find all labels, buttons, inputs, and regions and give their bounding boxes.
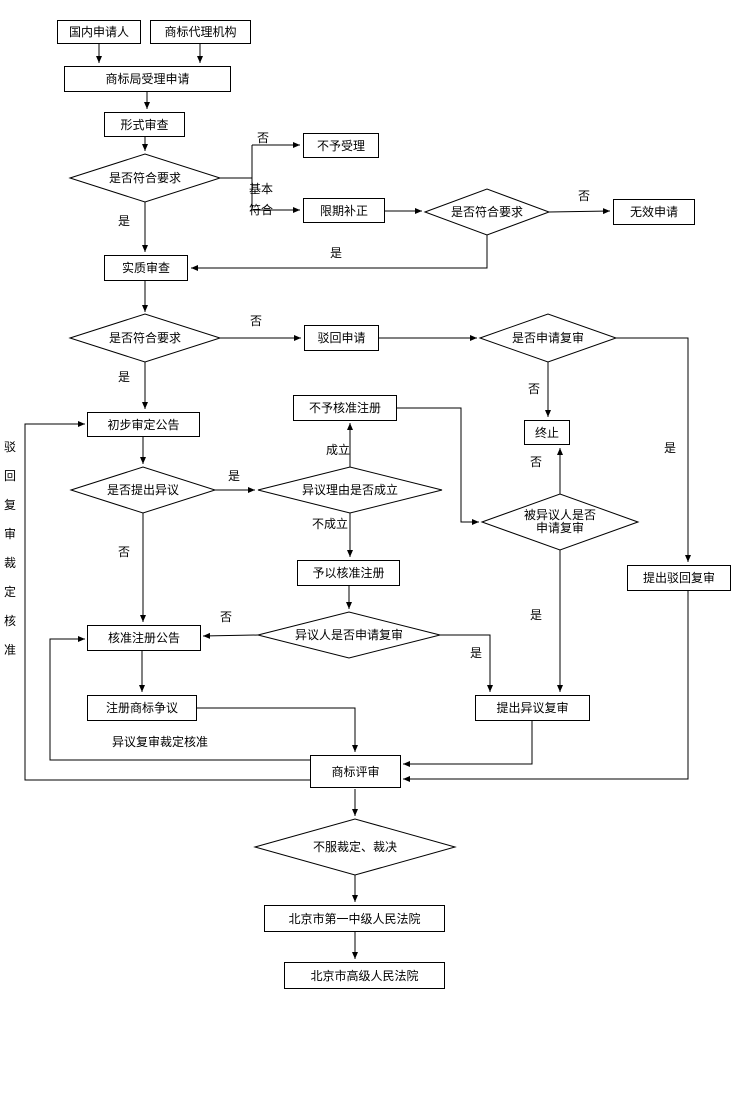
edge-label-no-not-accepted: 否 [257,131,270,145]
edge-notapprove-to-opposedreview [397,407,479,525]
diamond-opponent-review-label: 异议人是否申请复审 [294,628,403,642]
diamond-opposed-party-review-label: 被异议人是否申请复审 [523,508,596,535]
edge-opponentreview-to-announce [202,632,259,639]
diamond-opposed-party-review-shape [480,493,640,551]
edge-label-yes-from-formal: 是 [118,214,131,228]
diamond-meets-req-2-shape [423,188,551,236]
edge-label-no-terminate: 否 [528,382,541,396]
node-office-accepts: 商标局受理申请 [64,66,231,92]
edge-check2-to-substantive [191,235,488,271]
edge-label-basic-conform: 基本符合 [249,182,274,217]
edge-label-yes-rejection-review: 是 [664,441,677,455]
node-file-opposition-review: 提出异议复审 [475,695,590,721]
edge-reviewcheck-to-filerejectionreview [616,337,691,562]
edge-label-yes-to-substantive: 是 [330,246,343,260]
node-substantive-examination: 实质审查 [104,255,188,281]
edge-label-opposition-ruling-approved: 异议复审裁定核准 [112,735,209,749]
node-approved-registration-announcement: 核准注册公告 [87,625,201,651]
edge-review-to-announce-ruling [49,636,310,761]
edge-label-no-announce: 否 [118,545,131,559]
diamond-apply-review-shape [478,313,618,363]
edge-label-yes-opposition-review-2: 是 [470,646,483,660]
edge-label-no-reject: 否 [250,314,263,328]
edge-check2-to-invalid [548,208,611,215]
edge-label-established: 成立 [326,443,351,457]
node-formal-examination: 形式审查 [104,112,185,137]
edge-label-yes-to-prelim: 是 [118,370,131,384]
diamond-meets-req-3-shape [68,313,222,363]
diamond-opposition-filed-label: 是否提出异议 [106,483,179,497]
edge-fileoppositionreview-to-review [403,721,533,767]
diamond-dissatisfied-shape [253,818,457,876]
node-trademark-review-board: 商标评审 [310,755,401,788]
node-domestic-applicant: 国内申请人 [57,20,141,44]
node-invalid-application: 无效申请 [613,199,695,225]
edge-filerejectionreview-to-review [403,591,689,782]
edge-label-not-established: 不成立 [312,517,349,531]
node-preliminary-announcement: 初步审定公告 [87,412,200,437]
node-high-court: 北京市高级人民法院 [284,962,445,989]
node-not-accepted: 不予受理 [303,133,379,158]
diamond-opposition-filed-shape [69,466,217,514]
edge-label-yes-opposition-review: 是 [530,608,543,622]
edge-review-to-prelim-ruling [24,421,310,781]
edge-label-yes-grounds: 是 [228,469,241,483]
diamond-meets-req-1-shape [68,153,222,203]
diamond-opponent-review-shape [257,611,441,659]
diamond-opposition-grounds-shape [257,466,443,514]
diamond-meets-req-1-label: 是否符合要求 [108,171,181,185]
node-terminate: 终止 [524,420,570,445]
node-intermediate-court: 北京市第一中级人民法院 [264,905,445,932]
edge-opponentreview-to-fileoppositionreview [440,634,493,692]
node-trademark-agency: 商标代理机构 [150,20,251,44]
diamond-meets-req-3-label: 是否符合要求 [108,331,181,345]
edge-label-no-terminate-2: 否 [530,455,543,469]
edge-label-no-announce-2: 否 [220,610,233,624]
node-file-rejection-review: 提出驳回复审 [627,565,731,591]
diamond-dissatisfied-label: 不服裁定、裁决 [312,840,397,854]
node-correction: 限期补正 [303,198,385,223]
node-reject-application: 驳回申请 [304,325,379,351]
node-registered-trademark-dispute: 注册商标争议 [87,695,197,721]
diamond-opposition-grounds-label: 异议理由是否成立 [301,483,398,497]
node-registration-not-approved: 不予核准注册 [293,395,397,421]
edge-dispute-to-review [197,707,358,752]
edge-label-no-invalid: 否 [578,189,591,203]
diamond-apply-review-label: 是否申请复审 [511,331,584,345]
node-registration-approved: 予以核准注册 [297,560,400,586]
edge-label-rejection-ruling-approved: 驳回复审裁定核准 [3,440,16,657]
diamond-meets-req-2-label: 是否符合要求 [450,205,523,219]
